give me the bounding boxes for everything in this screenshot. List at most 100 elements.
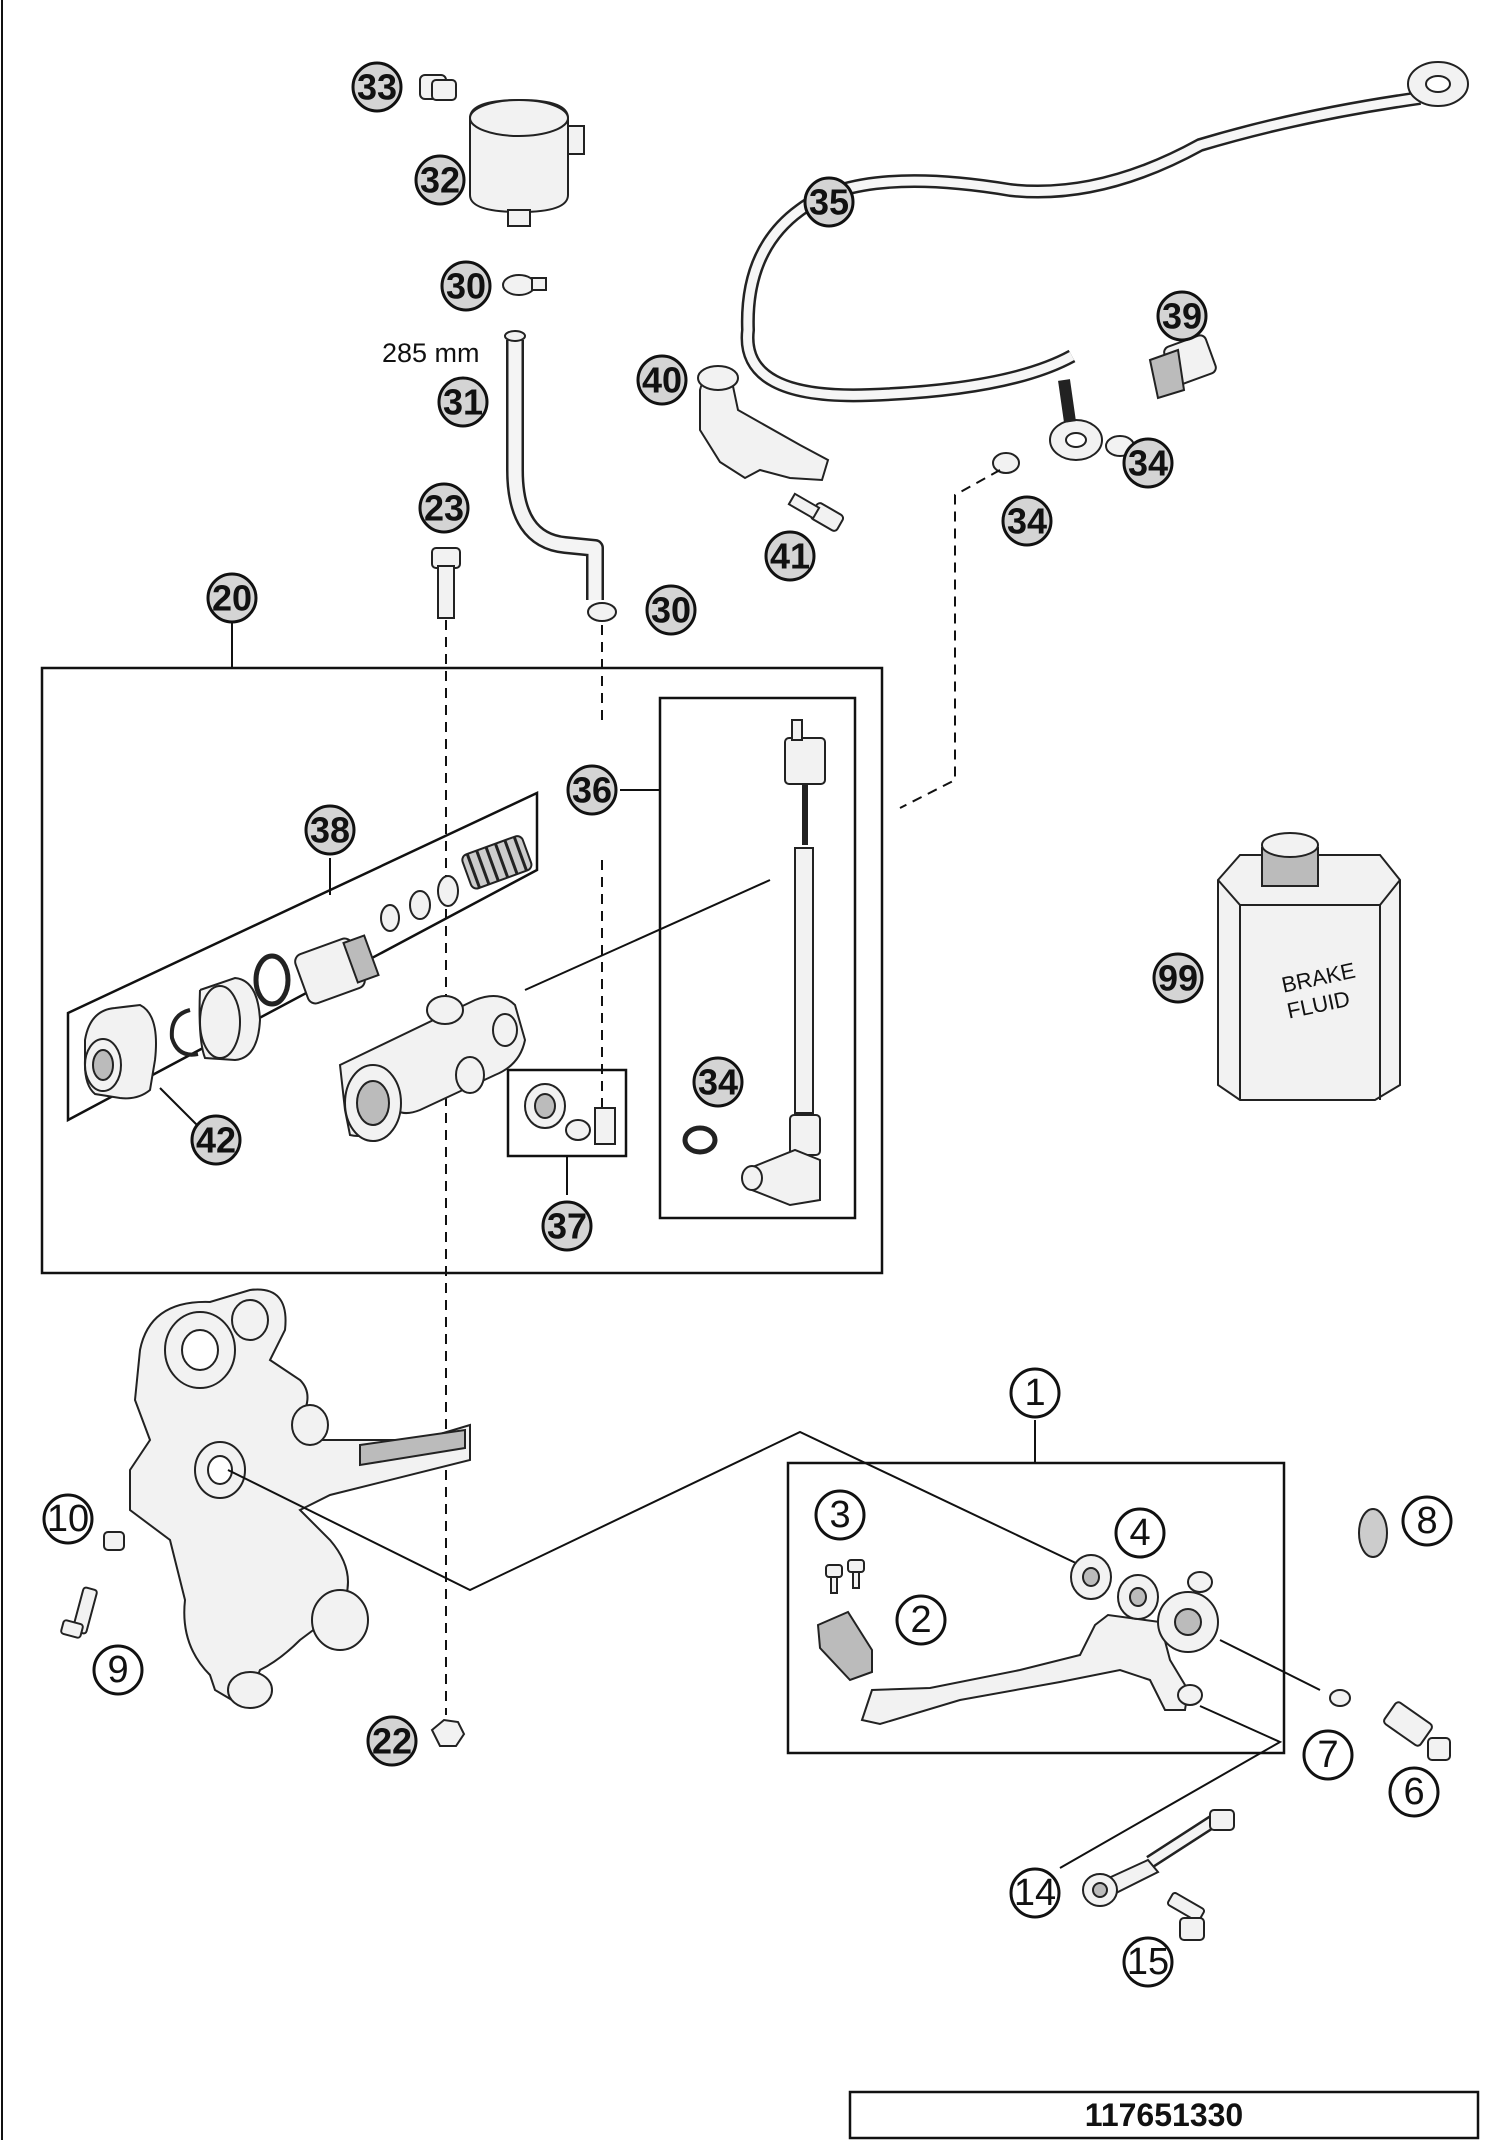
callout-22: 22 — [366, 1715, 418, 1767]
callout-34-switch: 34 — [692, 1056, 744, 1108]
callout-6-label: 6 — [1403, 1771, 1424, 1813]
callout-3: 3 — [814, 1489, 866, 1541]
callout-99-label: 99 — [1158, 958, 1198, 999]
pivot-screw — [1383, 1701, 1451, 1761]
master-cylinder-body — [338, 995, 527, 1142]
switch-sealing-ring — [682, 1125, 718, 1155]
pivot-alignment-line — [227, 1430, 1081, 1592]
callout-7: 7 — [1302, 1729, 1354, 1781]
callout-20: 20 — [206, 572, 258, 624]
callout-4-label: 4 — [1129, 1512, 1150, 1554]
callout-32: 32 — [414, 154, 466, 206]
callout-8-label: 8 — [1416, 1500, 1437, 1542]
callout-2-label: 2 — [910, 1599, 931, 1641]
callout-2: 2 — [895, 1594, 947, 1646]
callout-30-lower: 30 — [645, 584, 697, 636]
callout-10: 10 — [42, 1493, 94, 1545]
callout-34-switch-label: 34 — [698, 1062, 738, 1103]
callout-35: 35 — [803, 176, 855, 228]
callout-20-label: 20 — [212, 578, 252, 619]
callout-33-label: 33 — [357, 67, 397, 108]
brake-line-alignment-line — [899, 469, 1001, 809]
callout-9: 9 — [92, 1644, 144, 1696]
callout-4: 4 — [1114, 1507, 1166, 1559]
master-cylinder-nut — [430, 1718, 466, 1747]
callout-39: 39 — [1156, 290, 1208, 342]
brake-line — [740, 61, 1469, 461]
push-rod-alignment-line — [1059, 1705, 1283, 1869]
brake-line-holder — [697, 365, 830, 482]
push-rod-screw — [1167, 1892, 1205, 1941]
lever-bushing — [1070, 1554, 1159, 1620]
callout-1-label: 1 — [1024, 1372, 1045, 1414]
lever-pivot-leader — [1219, 1639, 1321, 1691]
reservoir-cap-screw — [419, 74, 457, 101]
callout-8: 8 — [1401, 1495, 1453, 1547]
pivot-washer — [1329, 1689, 1351, 1707]
callout-34-right-label: 34 — [1128, 443, 1168, 484]
switch-leader-line — [524, 879, 771, 991]
callout-35-label: 35 — [809, 182, 849, 223]
callout-38: 38 — [304, 804, 356, 856]
brake-line-banjo-bolt — [1148, 334, 1217, 400]
callout-14: 14 — [1009, 1867, 1061, 1919]
callout-36-label: 36 — [572, 770, 612, 811]
hose-length-note: 285 mm — [382, 338, 480, 368]
callout-33: 33 — [351, 61, 403, 113]
hose-connector-parts — [524, 1083, 616, 1145]
frame-bracket — [129, 1288, 471, 1709]
callout-99: 99 — [1152, 952, 1204, 1004]
brake-light-switch — [741, 719, 826, 1207]
brake-fluid-bottle: BRAKE FLUID — [1217, 832, 1401, 1101]
bracket-plug — [103, 1531, 125, 1551]
callout-37: 37 — [541, 1200, 593, 1252]
hose-clamp-upper — [502, 274, 547, 296]
callout-36: 36 — [566, 764, 618, 816]
callout-22-label: 22 — [372, 1721, 412, 1762]
callout-9-label: 9 — [107, 1649, 128, 1691]
piston-kit-frame — [66, 791, 539, 1123]
callout-7-label: 7 — [1317, 1734, 1338, 1776]
callout-15: 15 — [1122, 1936, 1174, 1988]
master-cylinder-assembly-frame — [40, 666, 884, 1275]
hose-clamp-lower — [587, 602, 617, 622]
piston-kit-parts — [83, 835, 533, 1100]
callout-34-left: 34 — [1001, 495, 1053, 547]
callout-34-left-label: 34 — [1007, 501, 1047, 542]
callout-31: 31 — [437, 376, 489, 428]
callout-31-label: 31 — [443, 382, 483, 423]
foot-brake-lever — [860, 1571, 1219, 1726]
callout-6: 6 — [1388, 1766, 1440, 1818]
master-cylinder-bolt — [431, 547, 461, 619]
callout-38-label: 38 — [310, 810, 350, 851]
holder-screw — [787, 492, 845, 532]
callout-37-label: 37 — [547, 1206, 587, 1247]
callout-3-label: 3 — [829, 1494, 850, 1536]
callout-40: 40 — [636, 354, 688, 406]
callout-1: 1 — [1009, 1367, 1061, 1419]
brake-fluid-reservoir — [469, 98, 585, 227]
brake-pedal-step-plate — [816, 1610, 873, 1682]
brake-light-switch-frame — [658, 696, 857, 1220]
callout-42-label: 42 — [196, 1120, 236, 1161]
step-plate-screws — [825, 1559, 865, 1594]
callout-41-label: 41 — [770, 536, 810, 577]
drawing-number: 117651330 — [1085, 2097, 1243, 2133]
callout-14-label: 14 — [1014, 1872, 1056, 1914]
reservoir-hose — [504, 330, 604, 600]
sealing-ring-left — [992, 452, 1020, 474]
callout-10-label: 10 — [47, 1498, 89, 1540]
callout-34-right: 34 — [1122, 437, 1174, 489]
callout-23-label: 23 — [424, 488, 464, 529]
leader-42 — [159, 1087, 201, 1129]
bracket-screw — [60, 1586, 98, 1639]
callout-23: 23 — [418, 482, 470, 534]
callout-39-label: 39 — [1162, 296, 1202, 337]
push-rod — [1082, 1809, 1235, 1907]
drawing-number-frame — [848, 2090, 1480, 2140]
callout-30-upper-label: 30 — [446, 266, 486, 307]
callout-15-label: 15 — [1127, 1941, 1169, 1983]
callout-30-lower-label: 30 — [651, 590, 691, 631]
callout-30-upper: 30 — [440, 260, 492, 312]
